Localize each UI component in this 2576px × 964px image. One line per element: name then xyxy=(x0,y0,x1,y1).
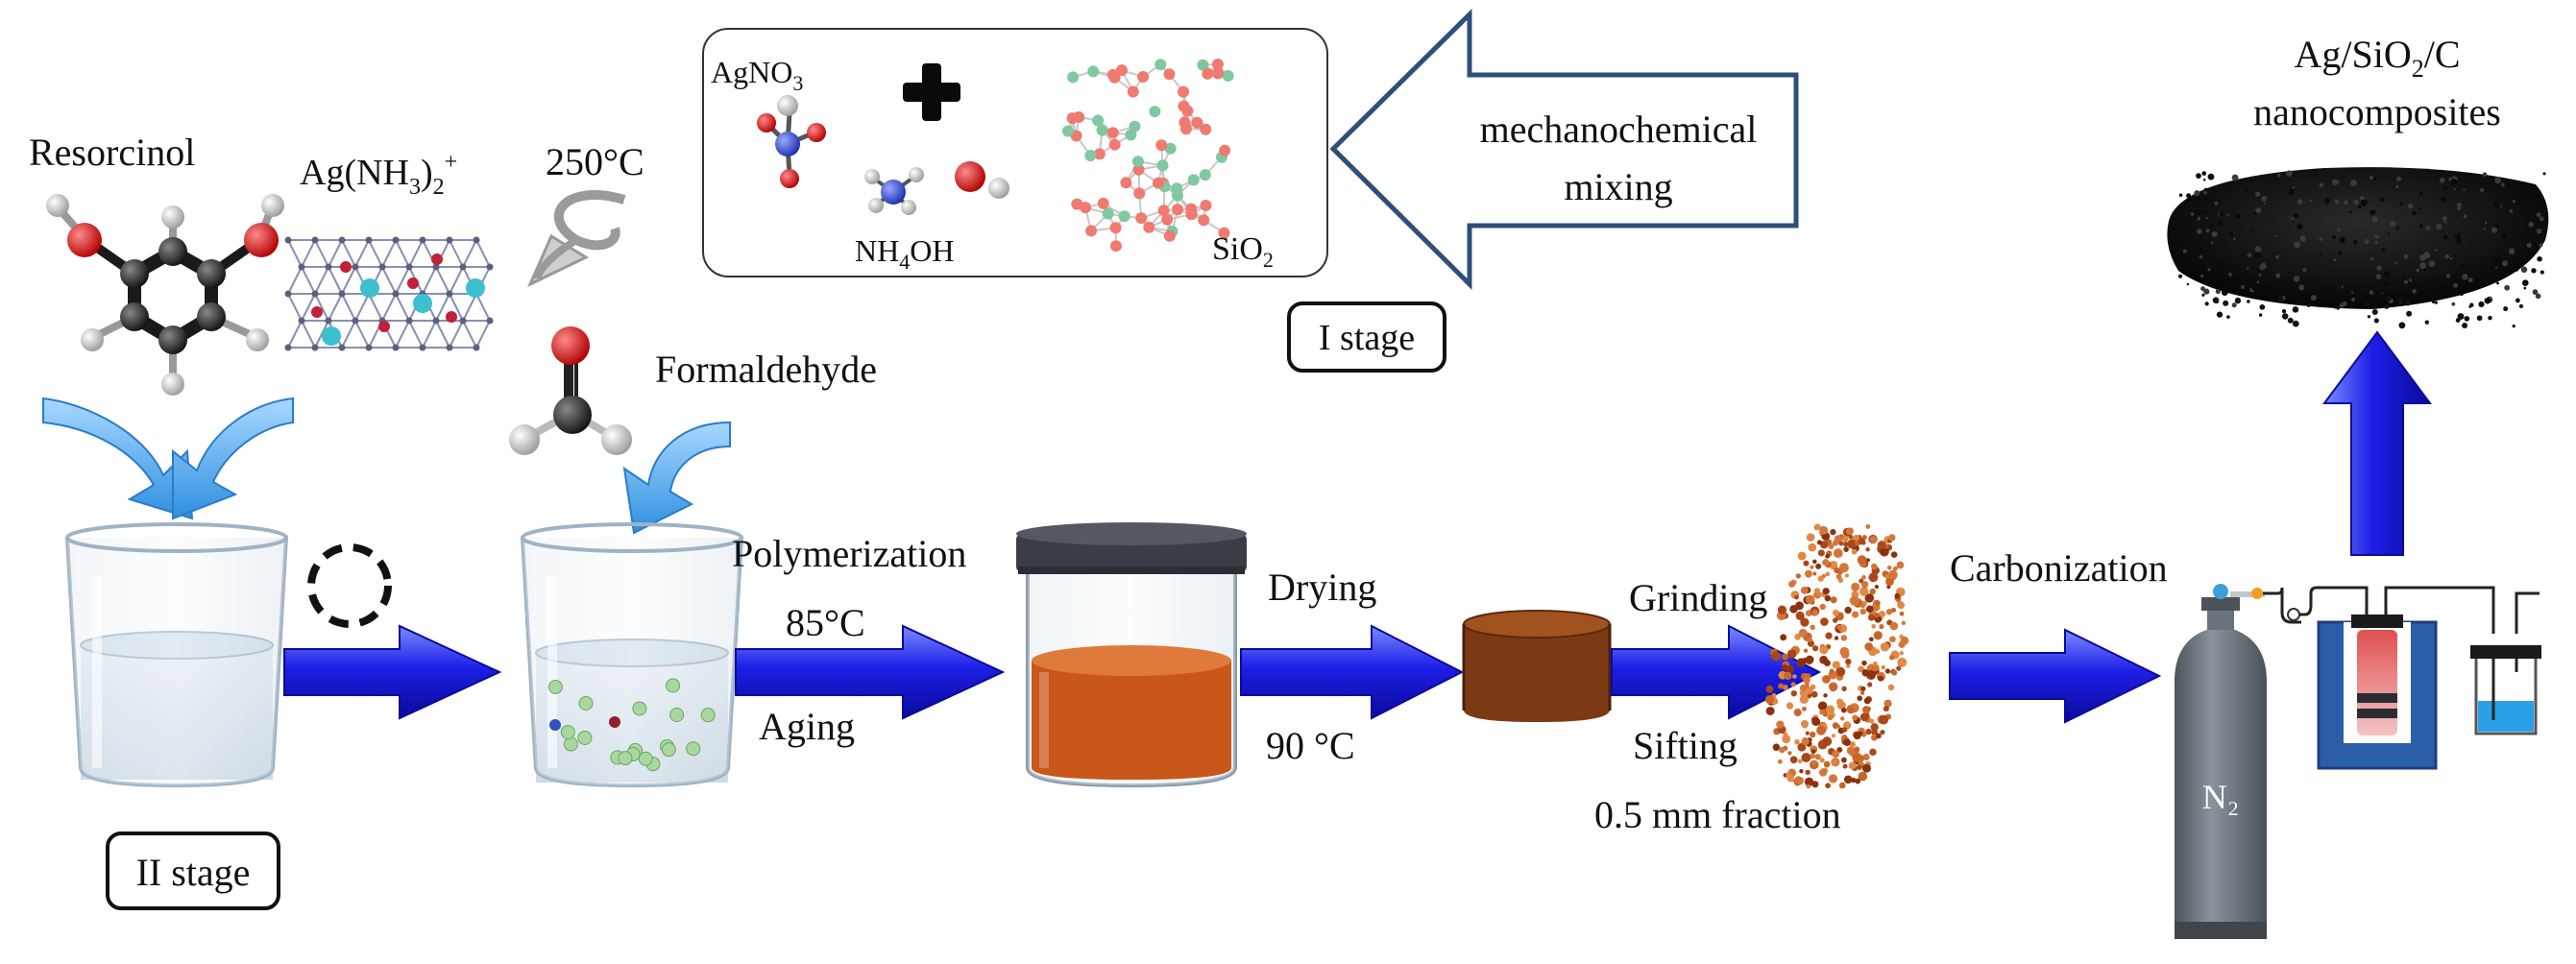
grinding-label: Grinding xyxy=(1629,576,1767,619)
arrow-drying xyxy=(1240,624,1465,720)
mechanochemical-label: mechanochemical xyxy=(1480,108,1758,151)
resorcinol-molecule-icon xyxy=(46,194,284,396)
beaker-water-icon xyxy=(65,522,288,788)
formaldehyde-label: Formaldehyde xyxy=(655,348,877,391)
curved-blue-arrow-left-2 xyxy=(172,397,294,520)
granules-icon xyxy=(1764,523,1909,789)
dashed-circle-icon xyxy=(307,543,392,628)
plus-icon xyxy=(903,63,960,121)
nanocomposite-powder-icon xyxy=(2167,167,2549,329)
stage1-badge xyxy=(1287,301,1446,373)
bubbler-bottle-icon xyxy=(2470,645,2541,735)
mixing-label: mixing xyxy=(1564,165,1672,208)
nh4oh-molecule-icon xyxy=(864,161,1009,215)
sifting-label: Sifting xyxy=(1633,724,1738,767)
product-label-line1: Ag/SiO2/C xyxy=(2294,33,2460,83)
temp-90-label: 90 °C xyxy=(1266,724,1355,767)
curved-blue-arrow-left-1 xyxy=(42,397,194,520)
beaker-reaction-mixture-icon xyxy=(521,522,743,788)
curved-blue-arrow-formaldehyde xyxy=(622,421,731,535)
nh4oh-label: NH4OH xyxy=(855,233,954,274)
arrow-step1 xyxy=(283,624,502,720)
ag-complex-label: Ag(NH3)2+ xyxy=(300,150,457,200)
aging-label: Aging xyxy=(759,705,855,748)
cylinder-n2-label: N₂ xyxy=(2202,778,2240,816)
sio2-network-icon xyxy=(1061,58,1234,253)
arrow-polymerization xyxy=(735,624,1006,720)
xerogel-cylinder-icon xyxy=(1462,610,1612,722)
mechanochemical-mixing-arrow xyxy=(1329,9,1799,291)
carbonization-label: Carbonization xyxy=(1950,546,2168,590)
stage2-label: II stage xyxy=(136,851,251,894)
arrow-to-product xyxy=(2322,330,2432,556)
agno3-label: AgNO3 xyxy=(711,55,803,95)
curved-gray-arrow-icon xyxy=(526,190,626,288)
formaldehyde-molecule-icon xyxy=(509,326,632,455)
polymerization-label: Polymerization xyxy=(732,532,966,575)
stage1-label: I stage xyxy=(1319,318,1415,358)
product-label-line2: nanocomposites xyxy=(2253,90,2501,133)
fraction-label: 0.5 mm fraction xyxy=(1594,793,1841,836)
stage2-badge xyxy=(106,831,280,910)
agno3-molecule-icon xyxy=(757,95,826,188)
ag-complex-network-icon xyxy=(284,236,494,351)
gas-tubing xyxy=(2263,586,2540,634)
temp-250-label: 250°C xyxy=(546,140,644,183)
nitrogen-cylinder-icon xyxy=(2175,584,2267,939)
sio2-label: SiO2 xyxy=(1212,231,1274,272)
resorcinol-label: Resorcinol xyxy=(29,131,195,174)
drying-label: Drying xyxy=(1268,566,1376,609)
arrow-carbonization xyxy=(1949,628,2162,724)
tube-furnace-icon xyxy=(2317,615,2438,770)
gel-jar-icon xyxy=(1016,522,1247,788)
temp-85-label: 85°C xyxy=(786,601,865,644)
